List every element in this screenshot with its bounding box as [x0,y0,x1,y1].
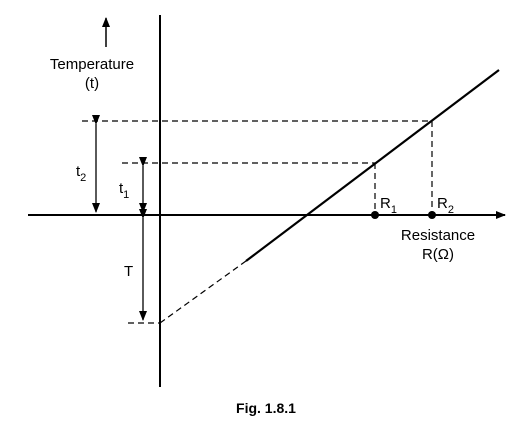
t1-label: t1 [119,180,129,201]
t2-label: t2 [76,163,86,184]
x-axis-label-line2: R(Ω) [422,246,454,263]
T-label: T [124,263,133,280]
R1-label: R1 [380,195,397,216]
y-axis-label-line1: Temperature [50,56,134,73]
R1-point [371,211,379,219]
resistance-temperature-line [245,69,500,262]
extrapolation-dashed-line [159,260,247,324]
R2-point [428,211,436,219]
figure-caption: Fig. 1.8.1 [236,400,296,416]
R2-label: R2 [437,195,454,216]
x-axis-label-line1: Resistance [401,227,475,244]
y-axis-label-line2: (t) [85,75,99,92]
